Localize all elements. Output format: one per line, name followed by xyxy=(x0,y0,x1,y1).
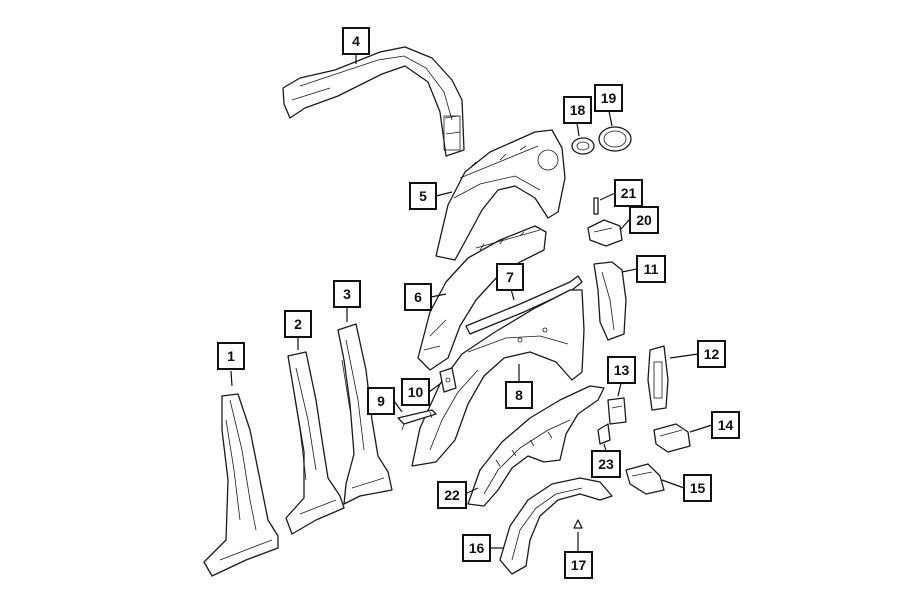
callout-label: 9 xyxy=(377,393,385,409)
part-20-housing xyxy=(587,219,623,247)
callout-label: 20 xyxy=(636,212,652,228)
part-21-pin xyxy=(593,197,599,215)
callout-19: 19 xyxy=(594,84,623,112)
callout-4: 4 xyxy=(342,27,370,55)
callout-16: 16 xyxy=(462,534,491,562)
part-3-c-pillar xyxy=(337,323,393,505)
callout-label: 5 xyxy=(419,188,427,204)
callout-label: 6 xyxy=(414,289,422,305)
part-6-quarter-inner-lower xyxy=(417,225,547,371)
callout-label: 12 xyxy=(704,346,720,362)
callout-13: 13 xyxy=(607,356,636,384)
callout-label: 11 xyxy=(644,261,659,277)
callout-14: 14 xyxy=(711,411,740,439)
part-4-roof-rail xyxy=(282,46,465,157)
callout-label: 8 xyxy=(515,387,523,403)
part-5-quarter-inner-panel xyxy=(435,129,566,261)
callout-8: 8 xyxy=(505,381,533,409)
callout-22: 22 xyxy=(437,481,467,509)
callout-label: 13 xyxy=(614,362,630,378)
callout-3: 3 xyxy=(333,280,361,308)
callout-12: 12 xyxy=(697,340,726,368)
part-1-a-pillar xyxy=(203,393,279,577)
callout-10: 10 xyxy=(401,378,430,406)
callout-label: 23 xyxy=(598,456,614,472)
part-2-b-pillar xyxy=(285,351,345,535)
leader-lines xyxy=(230,52,713,552)
part-10-bracket xyxy=(439,367,457,393)
part-9-bracket xyxy=(397,409,437,431)
callout-label: 7 xyxy=(506,269,514,285)
part-15-bracket xyxy=(625,463,665,495)
callout-label: 3 xyxy=(343,286,351,302)
callout-label: 18 xyxy=(570,102,586,118)
callout-label: 16 xyxy=(469,540,485,556)
callout-label: 14 xyxy=(718,417,734,433)
callout-9: 9 xyxy=(367,387,395,415)
callout-label: 19 xyxy=(601,90,617,106)
callouts: 1 2 3 4 5 6 7 8 xyxy=(217,27,740,579)
callout-label: 4 xyxy=(352,33,360,49)
callout-label: 10 xyxy=(408,384,424,400)
part-14-bracket xyxy=(653,423,691,453)
part-11-extension xyxy=(593,261,627,341)
callout-17: 17 xyxy=(564,551,593,579)
part-19-fuel-door xyxy=(598,126,632,152)
part-18-fuel-door-ring xyxy=(571,137,595,155)
callout-6: 6 xyxy=(404,283,432,311)
callout-2: 2 xyxy=(284,310,312,338)
callout-18: 18 xyxy=(563,96,592,124)
part-12-lamp-pocket xyxy=(647,345,669,411)
callout-5: 5 xyxy=(409,182,437,210)
part-23-small-panel xyxy=(597,423,611,445)
callout-15: 15 xyxy=(683,474,712,502)
callout-11: 11 xyxy=(636,255,666,283)
callout-1: 1 xyxy=(217,342,245,370)
callout-label: 17 xyxy=(571,557,587,573)
part-16-wheelhouse-liner xyxy=(499,477,613,575)
part-7-drip-rail xyxy=(465,275,583,335)
callout-21: 21 xyxy=(614,179,643,207)
callout-7: 7 xyxy=(496,263,524,291)
callout-label: 2 xyxy=(294,316,302,332)
part-8-quarter-outer-panel xyxy=(411,289,585,467)
callout-label: 15 xyxy=(690,480,706,496)
callout-label: 21 xyxy=(621,185,637,201)
callout-label: 1 xyxy=(227,348,235,364)
part-17-fastener xyxy=(573,519,583,529)
part-13-bracket xyxy=(607,397,627,425)
callout-20: 20 xyxy=(629,206,659,234)
callout-23: 23 xyxy=(591,450,621,478)
callout-label: 22 xyxy=(444,487,460,503)
part-22-wheelhouse-inner xyxy=(467,385,605,507)
